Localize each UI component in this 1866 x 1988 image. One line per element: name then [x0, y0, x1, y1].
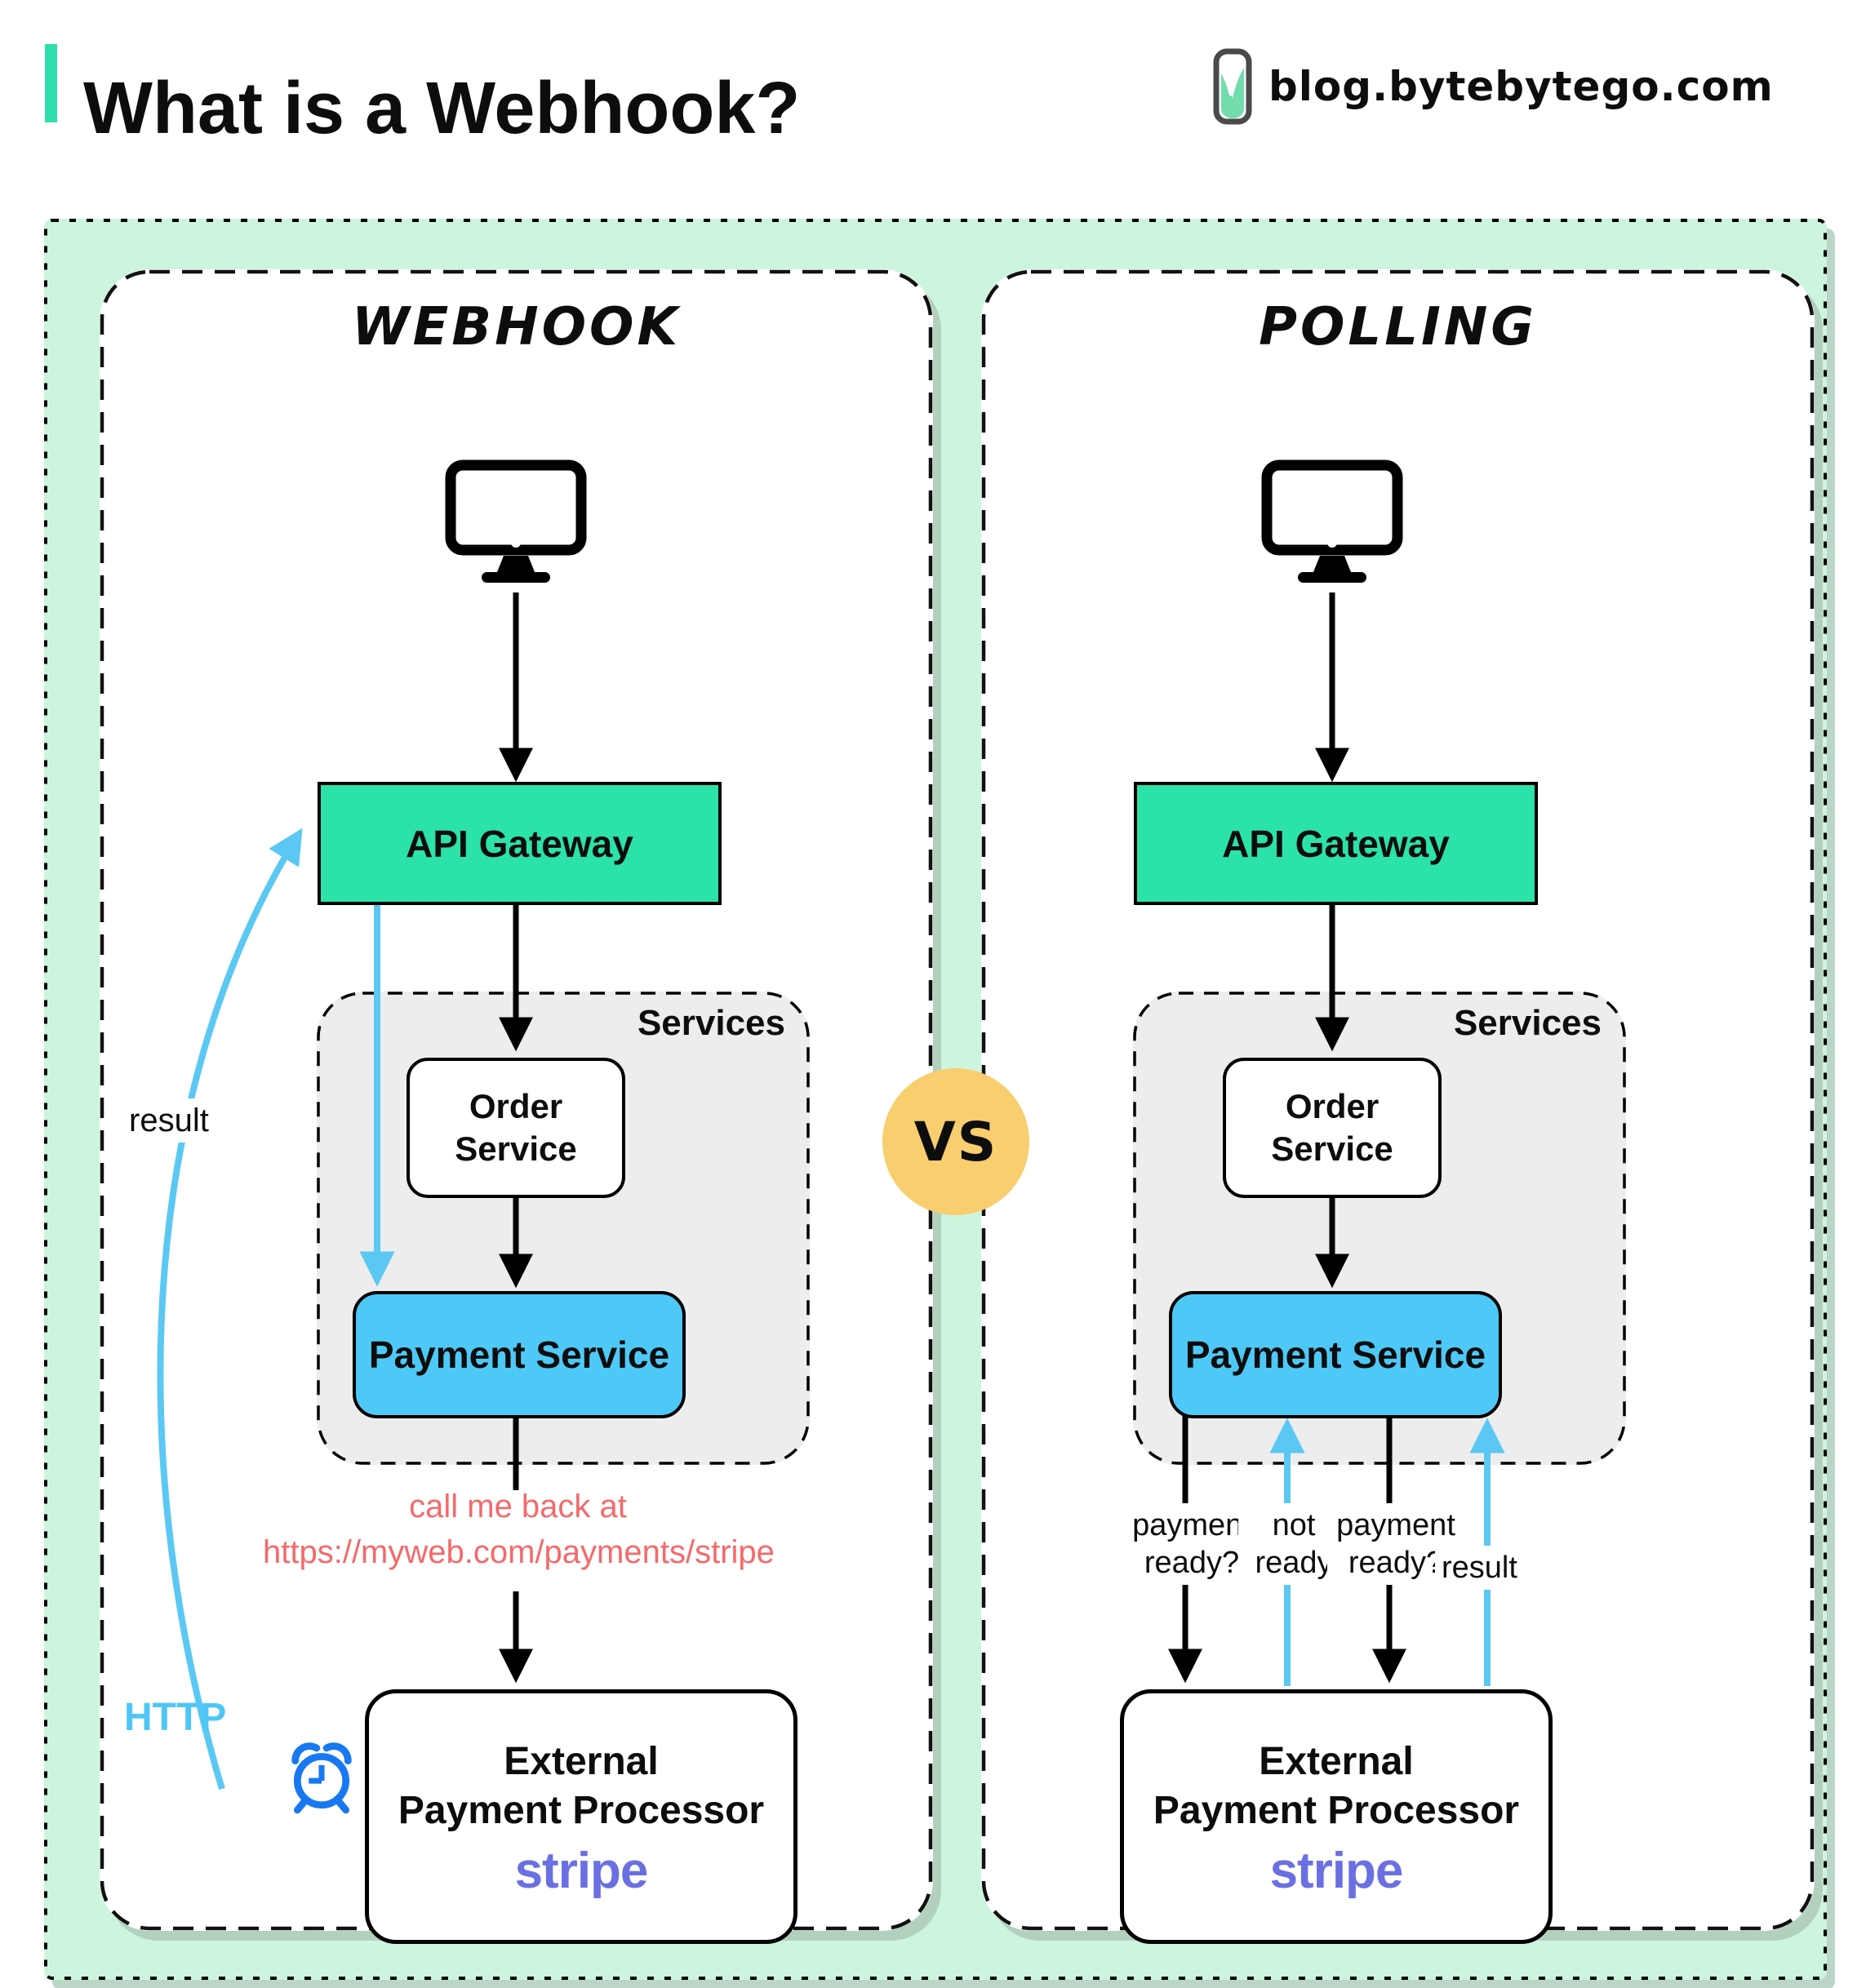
desktop-computer-icon [445, 459, 587, 583]
services-dashed-border [1133, 992, 1626, 1465]
site-url: blog.bytebytego.com [1268, 63, 1774, 110]
api-gateway-label: API Gateway [406, 822, 633, 865]
services-label: Services [637, 1003, 785, 1043]
bytebytego-logo-icon [1213, 48, 1252, 125]
api-gateway-box-polling: API Gateway [1134, 782, 1538, 905]
api-gateway-box-webhook: API Gateway [318, 782, 722, 905]
external-line1: External [1259, 1740, 1414, 1783]
payment-service-box-webhook: Payment Service [353, 1291, 686, 1418]
services-label: Services [1453, 1003, 1602, 1043]
external-line1: External [504, 1740, 659, 1783]
callback-url: https://myweb.com/payments/stripe [263, 1534, 775, 1570]
order-service-label: Order Service [1271, 1087, 1393, 1168]
webhook-panel: Webhook API Gateway [100, 269, 933, 1944]
callback-annotation: call me back at https://myweb.com/paymen… [263, 1484, 775, 1575]
services-dashed-border [317, 992, 810, 1465]
result-label-polling: result [1435, 1546, 1524, 1590]
title-accent-bar [45, 44, 57, 122]
polling-panel: Polling API Gateway [981, 269, 1815, 1944]
external-line2: Payment Processor [398, 1789, 765, 1832]
webhook-panel-title: Webhook [351, 297, 682, 357]
desktop-computer-icon [1261, 459, 1403, 583]
webhook-connectors [157, 592, 533, 1791]
polling-diagram: API Gateway Services Order Service Payme… [916, 269, 1749, 1944]
api-gateway-label: API Gateway [1222, 822, 1450, 865]
payment-service-box-polling: Payment Service [1169, 1291, 1502, 1418]
order-service-box-polling: Order Service [1223, 1058, 1442, 1198]
external-processor-box-webhook: External Payment Processor stripe [365, 1689, 797, 1944]
arrow-result-callback-curve [157, 828, 303, 1791]
payment-service-label: Payment Service [368, 1333, 670, 1376]
brand: blog.bytebytego.com [1213, 46, 1774, 127]
external-processor-box-polling: External Payment Processor stripe [1120, 1689, 1553, 1944]
vs-badge: VS [882, 1068, 1029, 1215]
vs-label: VS [913, 1110, 998, 1174]
webhook-diagram: API Gateway Services Order Service Payme… [100, 269, 933, 1944]
external-line2: Payment Processor [1153, 1789, 1520, 1832]
order-service-label: Order Service [455, 1087, 577, 1168]
stripe-logo-text: stripe [514, 1843, 649, 1899]
result-label-webhook: result [122, 1098, 215, 1143]
payment-service-label: Payment Service [1184, 1333, 1486, 1376]
order-service-box-webhook: Order Service [407, 1058, 625, 1198]
payment-ready-label-1: payment ready? [1123, 1503, 1260, 1585]
http-label: HTTP [124, 1696, 227, 1739]
page-title: What is a Webhook? [83, 68, 801, 150]
polling-panel-title: Polling [1259, 297, 1537, 357]
stripe-logo-text: stripe [1269, 1843, 1404, 1899]
alarm-clock-icon [291, 1742, 352, 1814]
callback-line1: call me back at [409, 1489, 627, 1524]
